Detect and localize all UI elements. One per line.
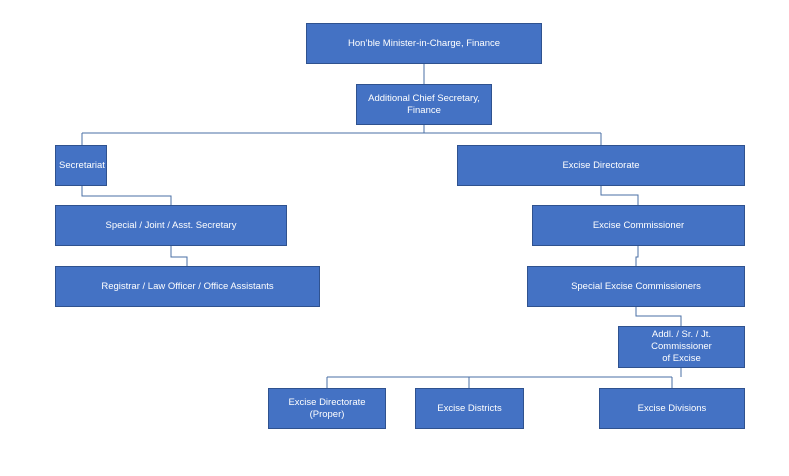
node-registrar-label: Registrar / Law Officer / Office Assista…: [101, 280, 274, 292]
node-minister-label: Hon’ble Minister-in-Charge, Finance: [347, 37, 501, 49]
node-excise-commissioner-label: Excise Commissioner: [592, 219, 685, 231]
node-excise-commissioner: Excise Commissioner: [532, 205, 745, 246]
node-excise-districts: Excise Districts: [415, 388, 524, 429]
connector-addl-bottom: [326, 368, 682, 388]
node-minister: Hon’ble Minister-in-Charge, Finance: [306, 23, 542, 64]
node-special-joint-asst-secretary: Special / Joint / Asst. Secretary: [55, 205, 287, 246]
node-special-excise-commissioners-label: Special Excise Commissioners: [571, 280, 701, 292]
node-additional-chief-secretary: Additional Chief Secretary, Finance: [356, 84, 492, 125]
node-addl-commissioner-label: Addl. / Sr. / Jt. Commissioner of Excise: [651, 329, 712, 364]
connector-directorate-commissioner: [600, 186, 639, 205]
node-excise-directorate-proper: Excise Directorate (Proper): [268, 388, 386, 429]
connector-acs-branches: [81, 125, 602, 145]
connector-secretariat-special: [81, 186, 172, 205]
node-excise-directorate-label: Excise Directorate: [562, 159, 640, 171]
node-addl-commissioner: Addl. / Sr. / Jt. Commissioner of Excise: [618, 326, 745, 368]
node-excise-districts-label: Excise Districts: [437, 402, 502, 414]
node-secretariat-label: Secretariat: [59, 159, 105, 171]
node-excise-divisions-label: Excise Divisions: [637, 402, 707, 414]
node-secretariat: Secretariat: [55, 145, 107, 186]
node-special-secretary-label: Special / Joint / Asst. Secretary: [105, 219, 237, 231]
connector-special-addl: [635, 307, 682, 326]
connector-commissioner-special: [635, 246, 639, 266]
node-registrar-law-officer: Registrar / Law Officer / Office Assista…: [55, 266, 320, 307]
node-excise-directorate-proper-label: Excise Directorate (Proper): [288, 396, 366, 420]
node-excise-divisions: Excise Divisions: [599, 388, 745, 429]
node-special-excise-commissioners: Special Excise Commissioners: [527, 266, 745, 307]
node-acs-label: Additional Chief Secretary, Finance: [368, 92, 480, 116]
connector-special-registrar: [170, 246, 188, 266]
node-excise-directorate: Excise Directorate: [457, 145, 745, 186]
